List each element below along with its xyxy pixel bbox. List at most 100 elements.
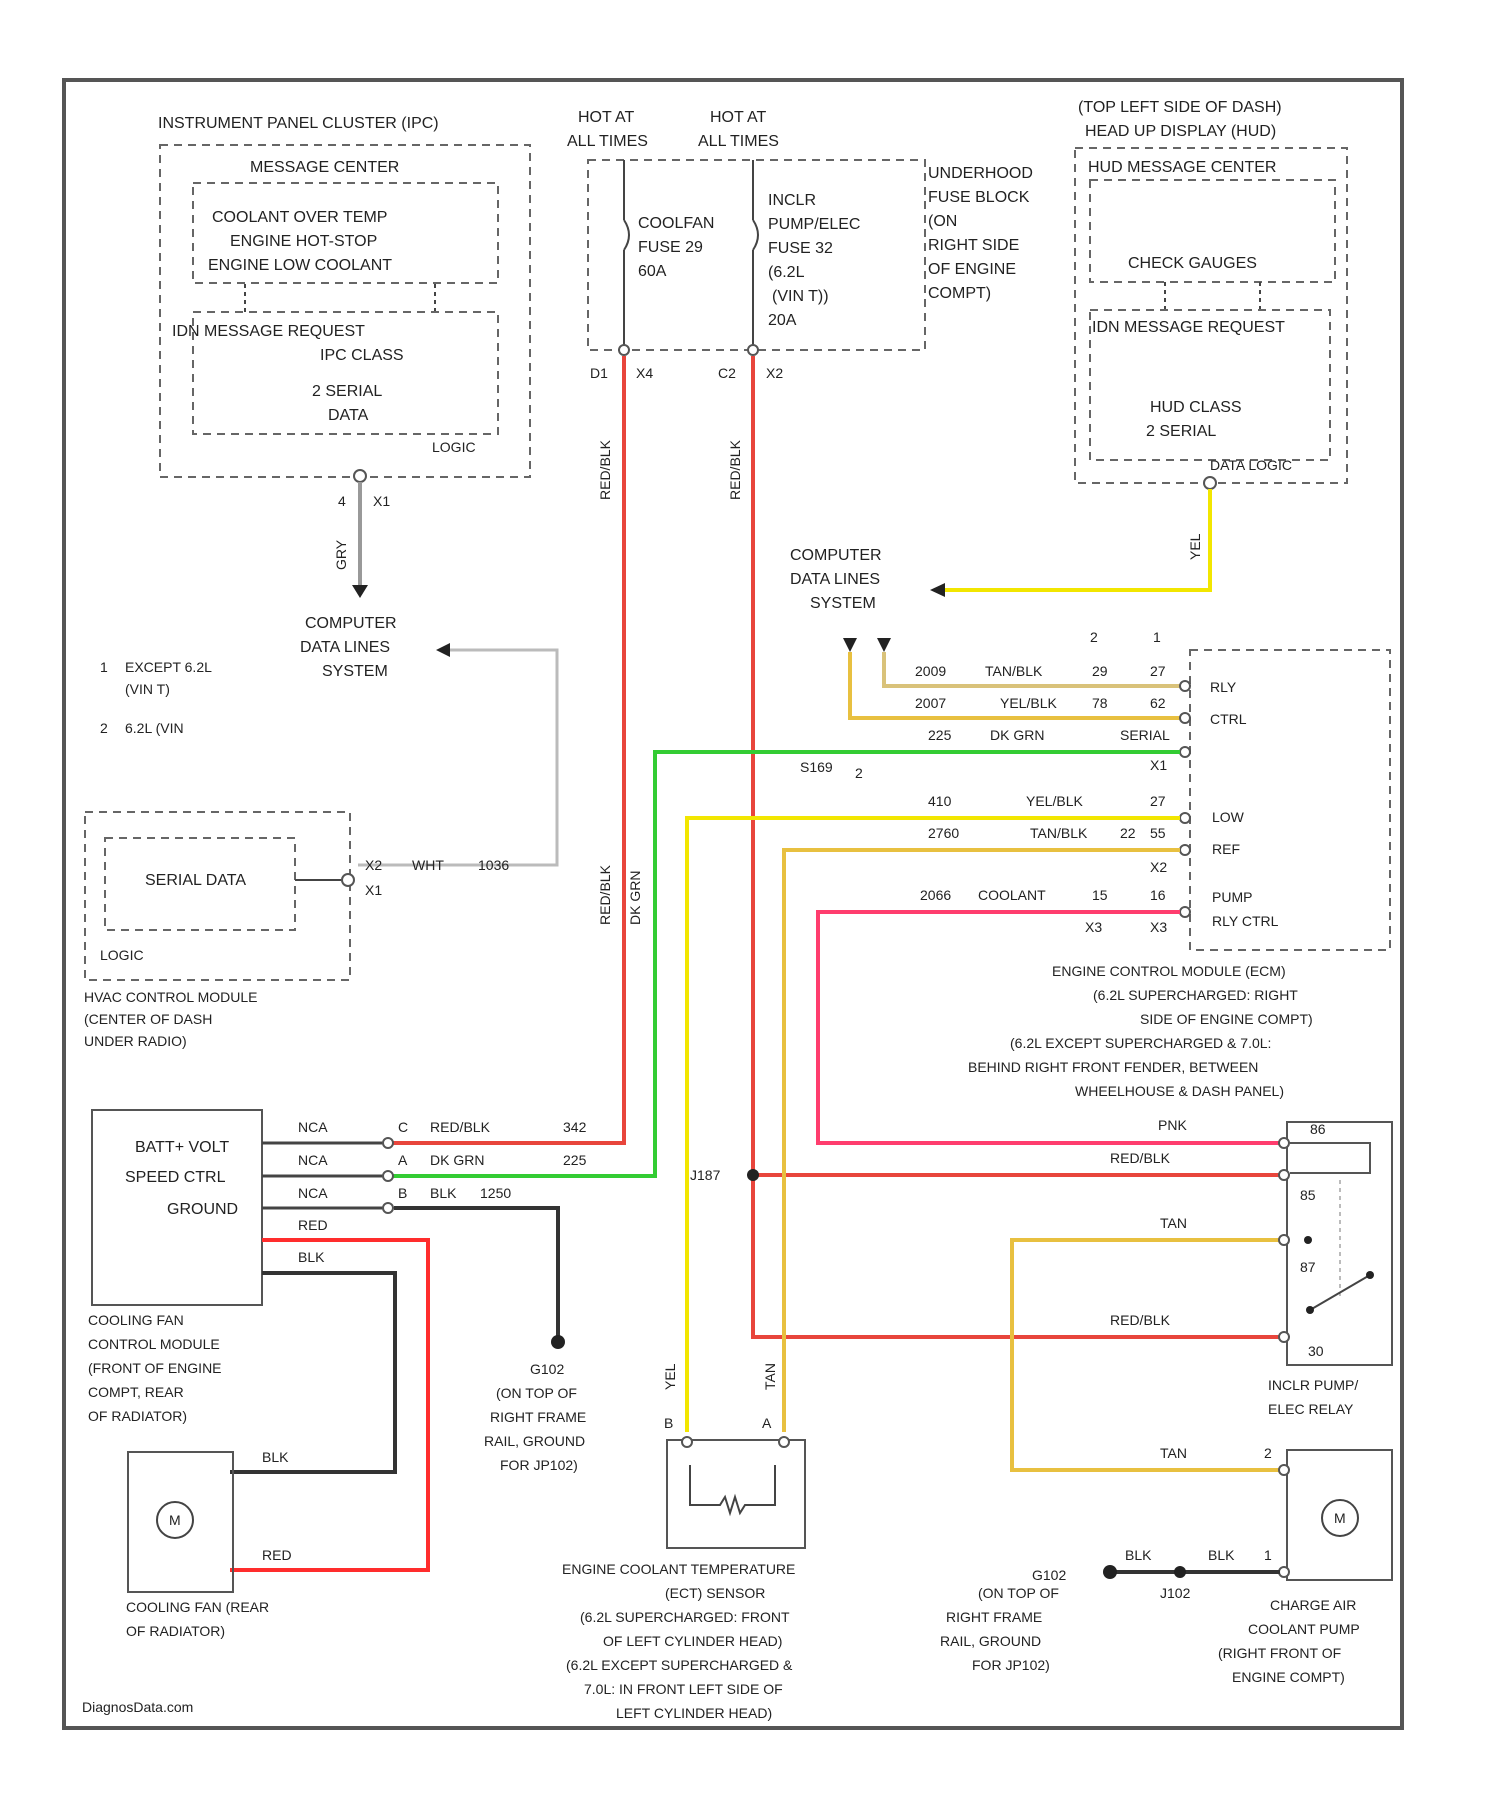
ipc-logic: LOGIC [432, 439, 476, 455]
engine-control-module: 2 1 2009 TAN/BLK 29 27 RLY 2007 YEL/BLK … [597, 629, 1390, 1099]
ecm-r6x: X3 [1085, 919, 1102, 935]
ipc-title: INSTRUMENT PANEL CLUSTER (IPC) [158, 115, 439, 132]
hud-request: IDN MESSAGE REQUEST [1092, 319, 1285, 336]
ecm-r2w: YEL/BLK [1000, 695, 1057, 711]
fuse-hot2: HOT AT [710, 109, 767, 126]
ect-name2: (ECT) SENSOR [665, 1585, 765, 1601]
ecm-r4w: YEL/BLK [1026, 793, 1083, 809]
hvac-wire: WHT [412, 857, 444, 873]
fuse2-a: INCLR [768, 192, 816, 209]
ecm-r6c: 2066 [920, 887, 951, 903]
ecm-r2n2: 62 [1150, 695, 1166, 711]
g1-l4: FOR JP102) [500, 1457, 578, 1473]
fuse-wire1: RED/BLK [597, 439, 613, 500]
mid-wire2: DK GRN [627, 871, 643, 925]
fuse-hot1: HOT AT [578, 109, 635, 126]
cdls-b-3: SYSTEM [810, 595, 876, 612]
note-1-num: 1 [100, 659, 108, 675]
ecm-col2: 1 [1153, 629, 1161, 645]
hud-serial: 2 SERIAL [1146, 423, 1216, 440]
relay-w-pnk: PNK [1158, 1117, 1187, 1133]
fuse-pin1: D1 [590, 365, 608, 381]
hvac-name-2: (CENTER OF DASH [84, 1011, 212, 1027]
ecm-r6lbl: PUMP [1212, 889, 1252, 905]
ecm-r4c: 410 [928, 793, 952, 809]
relay-name1: INCLR PUMP/ [1268, 1377, 1358, 1393]
fcm-p1: C [398, 1119, 408, 1135]
ecm-r5c: 2760 [928, 825, 959, 841]
hvac-pin-x1: X1 [365, 882, 382, 898]
fcm-name4: COMPT, REAR [88, 1384, 184, 1400]
fuse-pin2b: X2 [766, 365, 783, 381]
ecm-name3: SIDE OF ENGINE COMPT) [1140, 1011, 1313, 1027]
hud-logic: DATA LOGIC [1210, 457, 1292, 473]
g1-l2: RIGHT FRAME [490, 1409, 586, 1425]
computer-data-lines-a: COMPUTER DATA LINES SYSTEM [300, 615, 557, 865]
hvac-pin-x2: X2 [365, 857, 382, 873]
pump-pin1: 1 [1264, 1547, 1272, 1563]
relay-85: 85 [1300, 1187, 1316, 1203]
ect-name6: 7.0L: IN FRONT LEFT SIDE OF [584, 1681, 783, 1697]
fan-red: RED [262, 1547, 292, 1563]
pump-pin2: 2 [1264, 1445, 1272, 1461]
pump-name2: COOLANT PUMP [1248, 1621, 1360, 1637]
relay-w-rb2: RED/BLK [1110, 1312, 1171, 1328]
fcm-c4: RED [298, 1217, 328, 1233]
ecm-name1: ENGINE CONTROL MODULE (ECM) [1052, 963, 1286, 979]
ect-p1: B [664, 1415, 673, 1431]
ect-name5: (6.2L EXCEPT SUPERCHARGED & [566, 1657, 793, 1673]
fcm-c5: BLK [298, 1249, 325, 1265]
ect-sensor: J187 YEL TAN B A ENGINE COOLANT TEMPERAT… [562, 1167, 805, 1721]
relay-w-tan: TAN [1160, 1215, 1187, 1231]
fcm-c3: NCA [298, 1185, 328, 1201]
fcm-n3: 1250 [480, 1185, 511, 1201]
fcm-c2: NCA [298, 1152, 328, 1168]
fcm-l2: SPEED CTRL [125, 1169, 226, 1186]
ecm-r1lbl: RLY [1210, 679, 1237, 695]
ecm-r5n2: 55 [1150, 825, 1166, 841]
relay-30: 30 [1308, 1343, 1324, 1359]
fcm-p2: A [398, 1152, 408, 1168]
ecm-r2lbl: CTRL [1210, 711, 1247, 727]
relay-name2: ELEC RELAY [1268, 1401, 1354, 1417]
fcm-name1: COOLING FAN [88, 1312, 184, 1328]
ect-splice: J187 [690, 1167, 721, 1183]
cooling-fan-control-module: BATT+ VOLT SPEED CTRL GROUND NCA NCA NCA… [88, 1110, 587, 1424]
ipc-serial-data: DATA [328, 407, 369, 424]
ecm-r1n: 29 [1092, 663, 1108, 679]
pump-g4: FOR JP102) [972, 1657, 1050, 1673]
g1-l3: RAIL, GROUND [484, 1433, 585, 1449]
ecm-r2c: 2007 [915, 695, 946, 711]
pump-name3: (RIGHT FRONT OF [1218, 1645, 1341, 1661]
hud-loc2: HEAD UP DISPLAY (HUD) [1085, 123, 1276, 140]
ecm-name6: WHEELHOUSE & DASH PANEL) [1075, 1083, 1284, 1099]
inclr-pump-relay: PNK RED/BLK TAN RED/BLK 86 85 87 30 INCL… [1110, 1117, 1392, 1417]
ecm-r6w: COOLANT [978, 887, 1046, 903]
footer-watermark: DiagnosData.com [82, 1699, 193, 1715]
pump-g2: RIGHT FRAME [946, 1609, 1042, 1625]
hud-msg-center: HUD MESSAGE CENTER [1088, 159, 1276, 176]
ufb-2: FUSE BLOCK [928, 189, 1030, 206]
mid-wire1: RED/BLK [597, 864, 613, 925]
ipc-wire-color: GRY [333, 539, 349, 570]
ipc-pin: X1 [373, 493, 390, 509]
ecm-r1n2: 27 [1150, 663, 1166, 679]
fcm-n1: 342 [563, 1119, 587, 1135]
underhood-fuse-block: HOT AT ALL TIMES HOT AT ALL TIMES COOLFA… [567, 109, 1033, 500]
ufb-5: OF ENGINE [928, 261, 1016, 278]
hvac-control-module: SERIAL DATA LOGIC X2 X1 WHT 1036 HVAC CO… [84, 812, 509, 1049]
cdls-a-2: DATA LINES [300, 639, 390, 656]
note-2-num: 2 [100, 720, 108, 736]
hvac-logic: LOGIC [100, 947, 144, 963]
fuse-hot2b: ALL TIMES [698, 133, 779, 150]
ufb-4: RIGHT SIDE [928, 237, 1019, 254]
pump-blk2: BLK [1208, 1547, 1235, 1563]
pump-motor: M [1334, 1510, 1346, 1526]
fuse1-a: COOLFAN [638, 215, 714, 232]
ecm-r4n: 27 [1150, 793, 1166, 809]
relay-w-rb1: RED/BLK [1110, 1150, 1171, 1166]
cooling-fan: RED M BLK RED COOLING FAN (REAR OF RADIA… [126, 1240, 428, 1639]
hvac-name-1: HVAC CONTROL MODULE [84, 989, 257, 1005]
ground-g102-left: G102 (ON TOP OF RIGHT FRAME RAIL, GROUND… [484, 1361, 586, 1473]
ipc-msg-engine-hot: ENGINE HOT-STOP [230, 233, 377, 250]
